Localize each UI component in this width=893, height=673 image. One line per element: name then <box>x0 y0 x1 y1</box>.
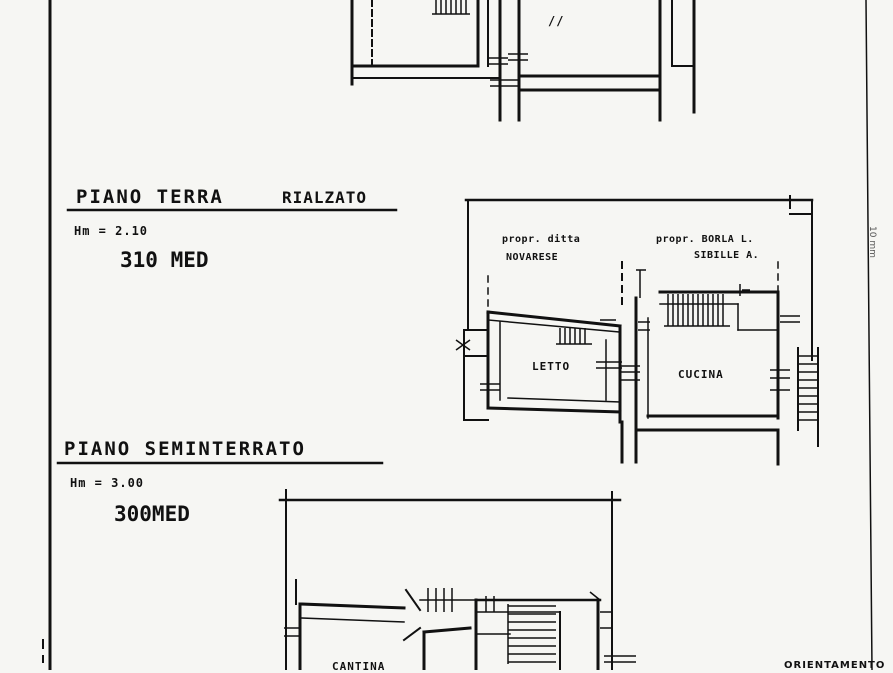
neighbour-right-line2: SIBILLE A. <box>694 250 760 261</box>
neighbour-right-line1: propr. BORLA L. <box>656 234 754 245</box>
ground-floor-med: 310 MED <box>120 248 209 272</box>
basement-title: PIANO SEMINTERRATO <box>64 438 306 460</box>
orientation-label: ORIENTAMENTO <box>784 660 886 671</box>
room-label-letto: LETTO <box>532 360 571 373</box>
ground-floor-height: Hm = 2.10 <box>74 224 149 238</box>
basement-floor-plan <box>278 489 636 670</box>
room-label-cucina: CUCINA <box>678 368 724 381</box>
basement-height: Hm = 3.00 <box>70 476 145 490</box>
sheet-border <box>42 0 873 670</box>
scale-label: 10 mm <box>867 226 877 258</box>
neighbour-left-line2: NOVARESE <box>506 252 559 263</box>
upper-floor-plan <box>350 0 696 122</box>
ground-floor-subtitle: RIALZATO <box>282 188 368 207</box>
ground-floor-plan <box>455 195 819 466</box>
upper-room-mark: // <box>548 14 565 28</box>
basement-med: 300MED <box>114 502 190 526</box>
room-label-cantina: CANTINA <box>332 660 386 673</box>
neighbour-left-line1: propr. ditta <box>502 234 581 245</box>
ground-floor-title: PIANO TERRA <box>76 186 224 208</box>
